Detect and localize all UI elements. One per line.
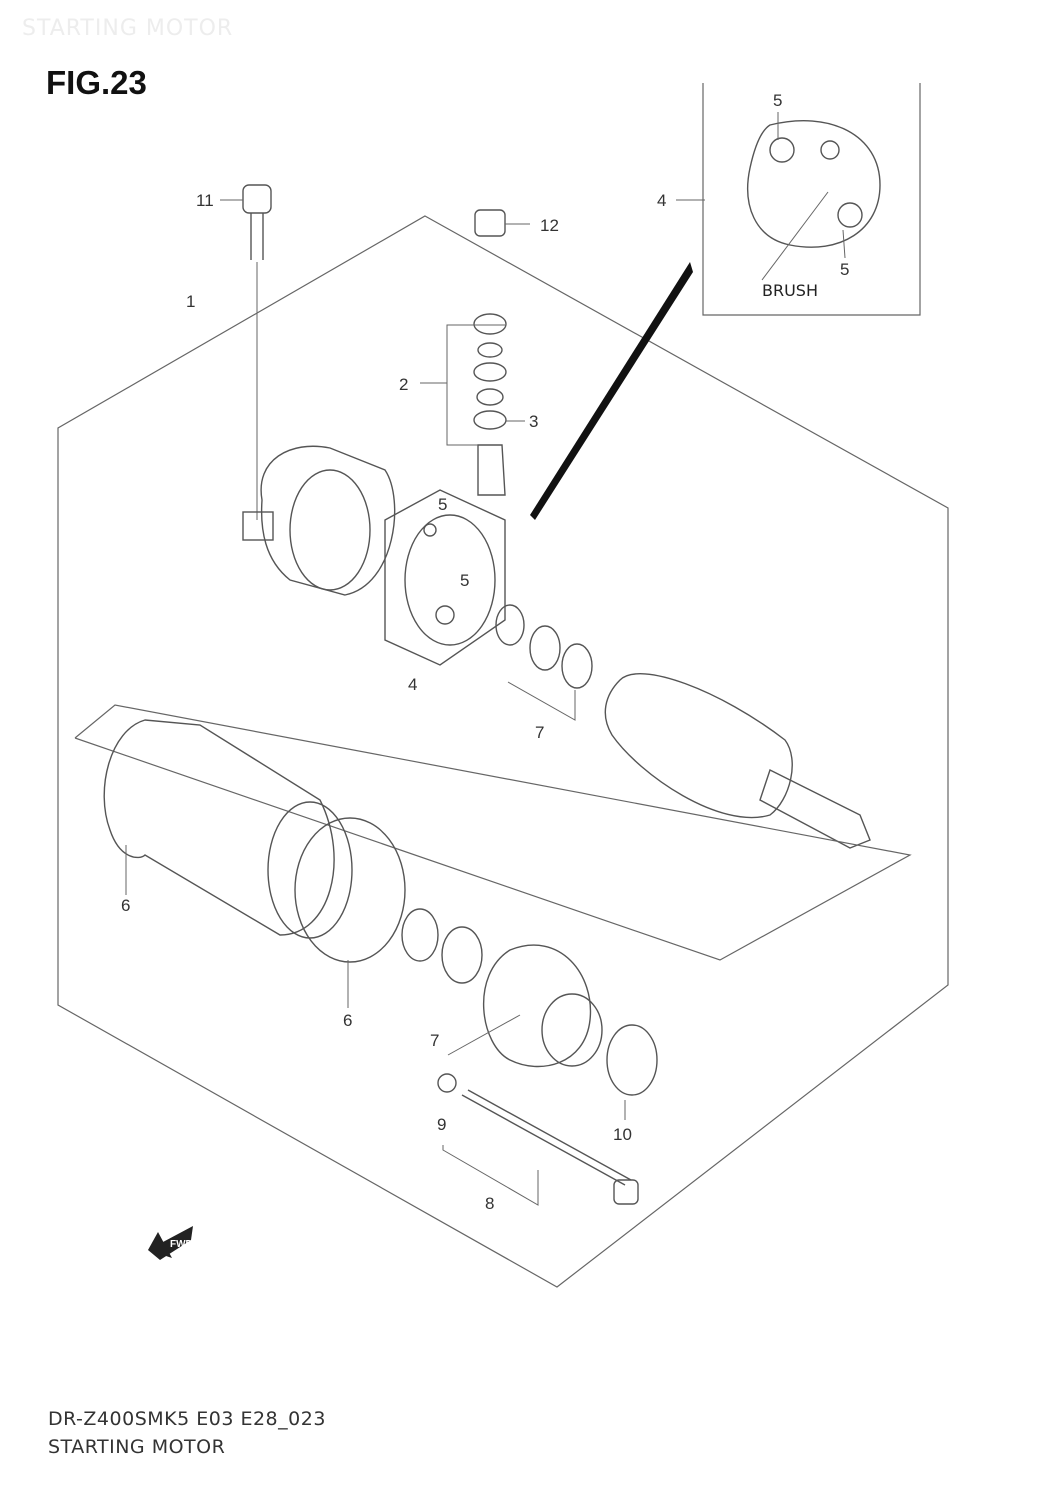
watermark-title: STARTING MOTOR: [22, 16, 234, 41]
callout-1: 1: [186, 292, 195, 311]
fwd-label: FWD: [170, 1239, 193, 1250]
callout-6-lower: 6: [343, 1011, 352, 1030]
callout-7-lower: 7: [430, 1031, 439, 1050]
through-bolt: [437, 1073, 639, 1206]
brush-inset: BRUSH: [676, 83, 921, 316]
figure-label: FIG.23: [46, 64, 147, 101]
callout-5-plate-top: 5: [438, 495, 447, 514]
fwd-arrow-icon: FWD: [148, 1226, 193, 1260]
nut-part: [474, 209, 530, 237]
callout-2: 2: [399, 375, 408, 394]
front-bracket: [401, 908, 658, 1120]
bolt-part: [220, 184, 272, 520]
assembly-boundary: [57, 215, 949, 1288]
diagram-code: DR-Z400SMK5 E03 E28_023: [48, 1408, 326, 1430]
brush-label: BRUSH: [762, 281, 818, 300]
callout-12: 12: [540, 216, 559, 235]
callout-4-inset: 4: [657, 191, 666, 210]
yoke-housing: [103, 719, 406, 1008]
thrust-washers-upper: [495, 604, 593, 721]
callout-5-inset-top: 5: [773, 91, 782, 110]
callout-6-left: 6: [121, 896, 130, 915]
callout-10: 10: [613, 1125, 632, 1144]
armature: [74, 673, 912, 961]
callout-3: 3: [529, 412, 538, 431]
washer-stack: [420, 313, 525, 496]
callout-9: 9: [437, 1115, 446, 1134]
rear-cover: [242, 445, 396, 596]
callout-5-plate-mid: 5: [460, 571, 469, 590]
callout-7-upper: 7: [535, 723, 544, 742]
callout-4: 4: [408, 675, 417, 694]
callout-8: 8: [485, 1194, 494, 1213]
inset-pointer: [530, 262, 693, 520]
callout-11: 11: [196, 191, 214, 210]
diagram-title: STARTING MOTOR: [48, 1436, 226, 1458]
brush-plate: [384, 489, 506, 666]
callout-5-inset-bottom: 5: [840, 260, 849, 279]
